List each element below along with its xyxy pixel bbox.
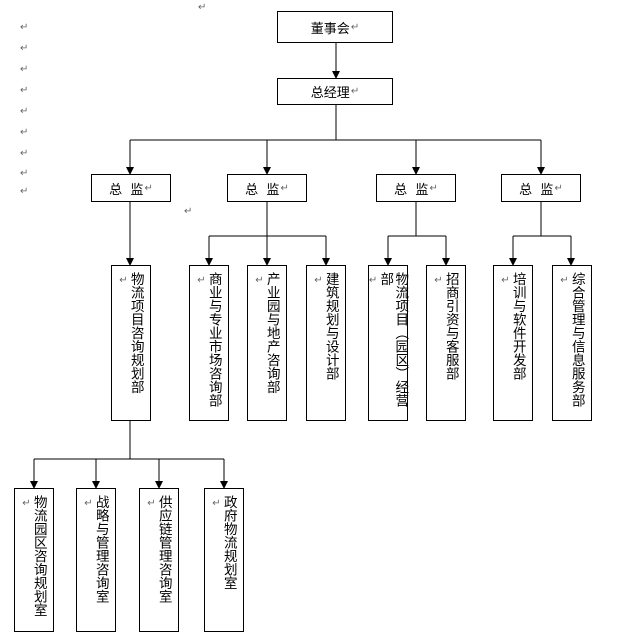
node-label: 物流项目（园区）经营部	[377, 272, 409, 407]
node-info-service-dept: 综合管理与信息服务部↵	[552, 265, 592, 421]
node-label: 供应链管理咨询室	[155, 495, 172, 603]
paragraph-mark: ↵	[350, 86, 360, 97]
paragraph-mark: ↵	[20, 43, 29, 54]
node-board-label: 董事会	[310, 21, 350, 37]
paragraph-mark: ↵	[212, 498, 221, 509]
paragraph-mark: ↵	[501, 275, 510, 286]
node-strategy-room: 战略与管理咨询室↵	[76, 488, 116, 632]
node-director-label: 总 监	[519, 182, 554, 198]
node-director-label: 总 监	[245, 182, 280, 198]
paragraph-mark: ↵	[84, 498, 93, 509]
node-label: 战略与管理咨询室	[92, 495, 109, 603]
paragraph-mark: ↵	[429, 182, 438, 194]
node-director-label: 总 监	[109, 182, 144, 198]
node-training-software-dept: 培训与软件开发部↵	[493, 265, 533, 421]
paragraph-mark: ↵	[255, 275, 264, 286]
node-commercial-market-dept: 商业与专业市场咨询部↵	[189, 265, 229, 421]
paragraph-mark: ↵	[280, 182, 289, 194]
paragraph-mark: ↵	[20, 168, 29, 179]
node-label: 物流项目咨询规划部	[127, 272, 144, 394]
paragraph-mark: ↵	[22, 498, 31, 509]
paragraph-mark: ↵	[184, 206, 193, 217]
node-supply-chain-room: 供应链管理咨询室↵	[139, 488, 179, 632]
paragraph-mark: ↵	[554, 182, 563, 194]
paragraph-mark: ↵	[20, 148, 29, 159]
node-label: 培训与软件开发部	[509, 272, 526, 380]
paragraph-mark: ↵	[20, 85, 29, 96]
node-park-operations-dept: 物流项目（园区）经营部↵	[368, 265, 408, 421]
node-park-planning-room: 物流园区咨询规划室↵	[14, 488, 54, 632]
paragraph-mark: ↵	[434, 275, 443, 286]
node-director-1: 总 监↵	[91, 174, 171, 202]
paragraph-mark: ↵	[20, 127, 29, 138]
node-label: 政府物流规划室	[220, 495, 237, 590]
paragraph-mark: ↵	[350, 21, 360, 33]
node-logistics-consulting-dept: 物流项目咨询规划部↵	[111, 265, 151, 421]
paragraph-mark: ↵	[198, 2, 207, 13]
node-label: 建筑规划与设计部	[322, 272, 339, 380]
paragraph-mark: ↵	[147, 498, 156, 509]
node-investment-service-dept: 招商引资与客服部↵	[426, 265, 466, 421]
node-director-2: 总 监↵	[227, 174, 307, 202]
node-gm-label: 总经理	[310, 86, 350, 101]
paragraph-mark: ↵	[20, 22, 29, 33]
paragraph-mark: ↵	[119, 275, 128, 286]
node-board: 董事会↵	[277, 11, 393, 43]
paragraph-mark: ↵	[314, 275, 323, 286]
node-director-label: 总 监	[394, 182, 429, 198]
paragraph-mark: ↵	[20, 106, 29, 117]
paragraph-mark: ↵	[144, 182, 153, 194]
node-architecture-dept: 建筑规划与设计部↵	[306, 265, 346, 421]
paragraph-mark: ↵	[20, 64, 29, 75]
node-label: 商业与专业市场咨询部	[205, 272, 222, 407]
paragraph-mark: ↵	[197, 275, 206, 286]
paragraph-mark: ↵	[20, 186, 29, 197]
paragraph-mark: ↵	[560, 275, 569, 286]
node-general-manager: 总经理↵	[277, 78, 393, 105]
node-industrial-park-dept: 产业园与地产咨询部↵	[247, 265, 287, 421]
node-label: 物流园区咨询规划室	[30, 495, 47, 617]
node-label: 产业园与地产咨询部	[263, 272, 280, 394]
node-director-4: 总 监↵	[501, 174, 581, 202]
node-label: 综合管理与信息服务部	[568, 272, 585, 407]
node-director-3: 总 监↵	[376, 174, 456, 202]
node-gov-logistics-room: 政府物流规划室↵	[204, 488, 244, 632]
node-label: 招商引资与客服部	[442, 272, 459, 380]
paragraph-mark: ↵	[368, 275, 378, 286]
